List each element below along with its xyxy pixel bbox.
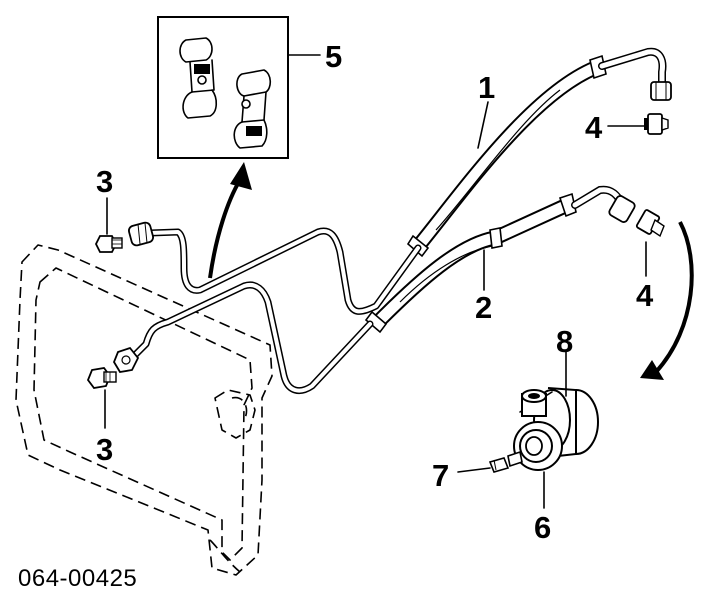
callout-3-upper: 3: [96, 164, 113, 199]
slave-cylinder: [488, 387, 599, 473]
callout-5: 5: [325, 39, 342, 74]
hose-2: [364, 185, 636, 334]
arrow-to-inset: [208, 162, 252, 279]
callout-6: 6: [534, 510, 551, 545]
bleeder-bolt-lower: [86, 367, 117, 389]
banjo-bolt-lower: [635, 209, 665, 238]
leader-1: [477, 101, 489, 149]
callout-8: 8: [556, 324, 573, 359]
housing-outline: [15, 244, 273, 576]
clip-inset-box: [157, 16, 289, 159]
leader-7: [457, 467, 491, 473]
callout-7: 7: [432, 458, 449, 493]
callout-1: 1: [478, 70, 495, 105]
callout-4-upper: 4: [585, 110, 603, 145]
steel-pipes: [128, 227, 422, 395]
flare-nut-lower-left: [112, 346, 140, 373]
clip-upper: [179, 37, 218, 119]
banjo-bolt-upper: [644, 113, 669, 135]
arrow-to-cylinder: [640, 221, 694, 380]
callout-3-lower: 3: [96, 432, 113, 467]
hose-2-flare-nut: [608, 195, 636, 223]
hose-1: [406, 47, 672, 258]
callout-2: 2: [475, 290, 492, 325]
flare-nut-upper-left: [128, 221, 154, 247]
hose-1-flare-nut: [650, 81, 672, 101]
part-number: 064-00425: [18, 565, 137, 592]
callout-4-lower: 4: [636, 278, 654, 313]
clip-lower: [233, 69, 272, 149]
bleeder-bolt-upper: [94, 235, 123, 253]
